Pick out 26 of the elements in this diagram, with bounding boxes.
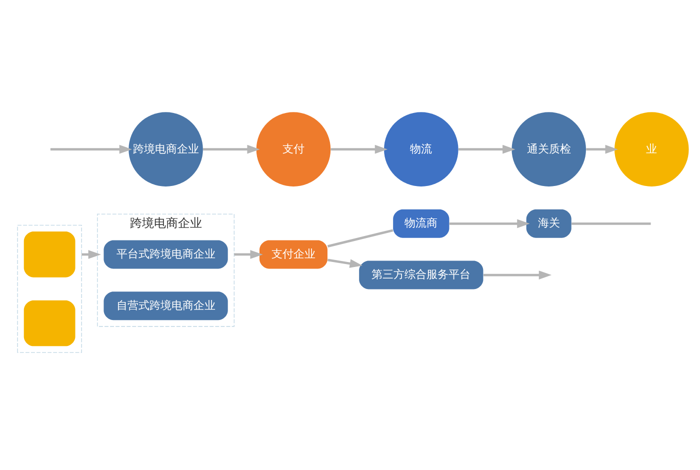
- arrow: [449, 218, 530, 228]
- arrow: [484, 270, 552, 279]
- connector: [572, 222, 651, 224]
- arrow: [458, 144, 516, 154]
- node-box: 平台式跨境电商企业: [104, 240, 228, 268]
- node-circle: 物流: [384, 112, 458, 186]
- node-circle: 业: [614, 112, 689, 186]
- node-box: 自营式跨境电商企业: [104, 291, 228, 320]
- node-box: 物流商: [393, 208, 450, 238]
- node-circle: 通关质检: [512, 112, 586, 186]
- connector: [327, 228, 394, 247]
- node-box: 海关: [526, 208, 572, 238]
- cluster: [17, 224, 82, 352]
- arrow: [50, 144, 132, 154]
- arrow: [203, 144, 260, 154]
- arrow: [82, 250, 101, 258]
- node-circle: 支付: [256, 112, 331, 186]
- node-box: 第三方综合服务平台: [359, 260, 484, 289]
- arrow: [234, 250, 263, 258]
- node-circle: 跨境电商企业: [128, 112, 203, 186]
- node-box: 支付企业: [259, 240, 328, 268]
- node-box: [24, 231, 76, 277]
- arrow: [330, 144, 388, 154]
- node-box: [24, 300, 76, 346]
- arrow: [586, 144, 618, 154]
- arrow: [328, 258, 362, 268]
